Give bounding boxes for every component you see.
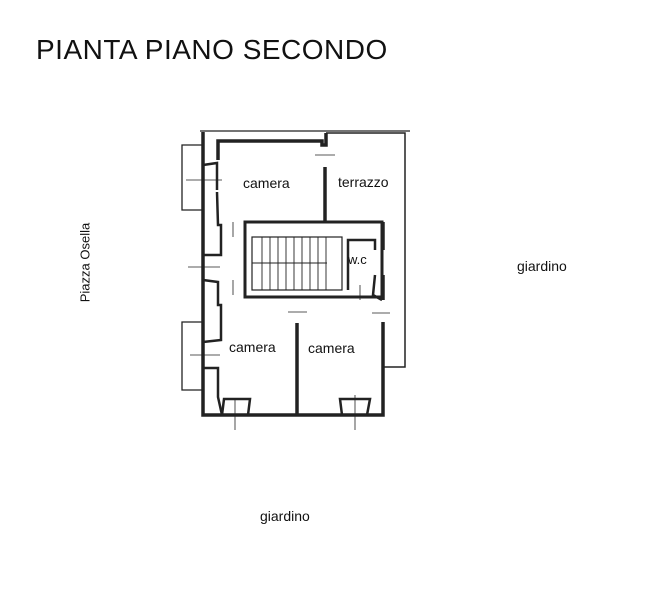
room-label-wc: w.c [348, 252, 367, 267]
staircase [251, 236, 343, 291]
stair-treads [252, 237, 327, 290]
room-label-camera-bottom-left: camera [229, 339, 276, 355]
room-label-terrazzo: terrazzo [338, 174, 389, 190]
plan-title: PIANTA PIANO SECONDO [36, 34, 388, 65]
garden-label-bottom: giardino [260, 508, 310, 524]
room-label-camera-top: camera [243, 175, 290, 191]
outer-wall-top [216, 133, 328, 160]
stair-core [243, 220, 384, 299]
garden-label-right: giardino [517, 258, 567, 274]
opening-marks [186, 154, 390, 430]
balcony-bottom [181, 321, 203, 391]
outer-wall-left-bottom [201, 132, 385, 417]
street-label: Piazza Osella [77, 222, 93, 303]
balcony-top [181, 144, 203, 211]
terrazzo-outline [326, 132, 406, 368]
room-label-camera-bottom-right: camera [308, 340, 355, 356]
